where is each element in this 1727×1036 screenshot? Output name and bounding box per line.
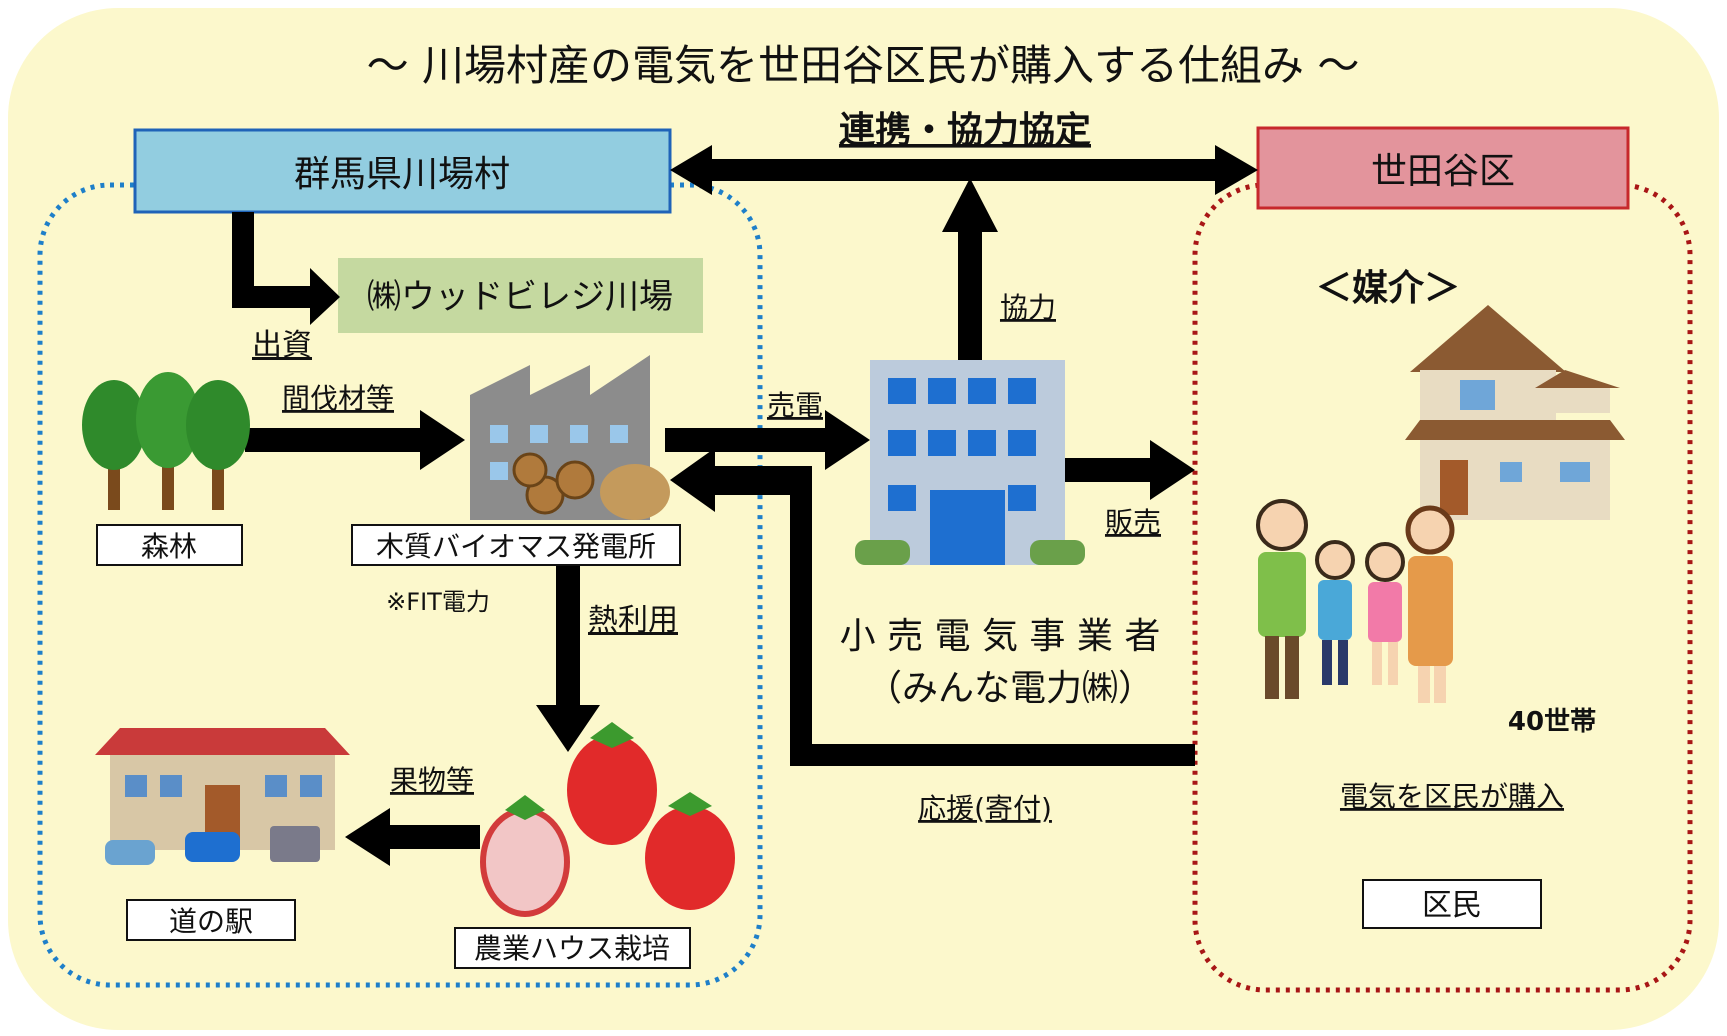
thinning-label: 間伐材等 xyxy=(282,382,394,415)
biomass-plant-label-box xyxy=(351,524,681,566)
setagaya-label: 世田谷区 xyxy=(1371,151,1515,192)
setagaya-box xyxy=(1256,126,1630,210)
house-icon xyxy=(1405,305,1625,520)
households-label: 40世帯 xyxy=(1508,707,1596,737)
retailer-label-line1: 小 売 電 気 事 業 者 xyxy=(840,616,1161,657)
road-station-label-box xyxy=(126,899,296,941)
investment-label: 出資 xyxy=(252,328,312,363)
support-arrow xyxy=(670,448,1195,766)
sell-power-label: 売電 xyxy=(767,389,823,422)
cooperation-arrow xyxy=(942,178,998,362)
arrows xyxy=(232,145,1258,866)
cooperation-label: 協力 xyxy=(1000,291,1056,324)
fruits-label: 果物等 xyxy=(390,764,474,797)
biomass-plant-label: 木質バイオマス発電所 xyxy=(376,530,656,563)
agreement-double-arrow xyxy=(670,145,1258,195)
fruits-arrow xyxy=(345,808,480,866)
residents-label-box xyxy=(1362,879,1542,929)
heat-use-arrow xyxy=(536,560,600,752)
fit-note: ※FIT電力 xyxy=(386,588,490,616)
investment-arrow xyxy=(232,212,340,325)
retail-sale-arrow xyxy=(1065,440,1195,500)
road-station-label: 道の駅 xyxy=(169,905,253,938)
kawaba-village-box xyxy=(133,128,672,214)
forest-icon xyxy=(82,372,250,510)
support-label: 応援(寄付) xyxy=(918,792,1052,825)
kawaba-village-label: 群馬県川場村 xyxy=(294,154,510,195)
family-icon xyxy=(1256,499,1455,703)
biomass-plant-icon xyxy=(470,355,670,520)
heat-use-label: 熱利用 xyxy=(588,603,678,638)
greenhouse-label: 農業ハウス栽培 xyxy=(474,932,670,965)
retailer-building-icon xyxy=(855,360,1085,565)
thinning-arrow xyxy=(245,410,465,470)
mediation-label: ＜媒介＞ xyxy=(1316,268,1460,309)
forest-label: 森林 xyxy=(141,530,197,563)
residents-label: 区民 xyxy=(1422,888,1482,923)
retailer-label-line2: （みんな電力㈱） xyxy=(866,668,1154,709)
sell-power-arrow xyxy=(665,410,870,470)
wood-village-label: ㈱ウッドビレジ川場 xyxy=(367,277,673,317)
wood-village-box xyxy=(338,258,703,333)
agreement-label: 連携・協力協定 xyxy=(839,110,1091,151)
residents-buy-label: 電気を区民が購入 xyxy=(1340,780,1564,813)
greenhouse-label-box xyxy=(454,927,691,969)
road-station-icon xyxy=(95,728,350,865)
retail-sale-label: 販売 xyxy=(1105,506,1161,539)
strawberry-icon xyxy=(480,722,735,917)
forest-label-box xyxy=(96,524,243,566)
page-title: 〜 川場村産の電気を世田谷区民が購入する仕組み 〜 xyxy=(367,41,1360,90)
